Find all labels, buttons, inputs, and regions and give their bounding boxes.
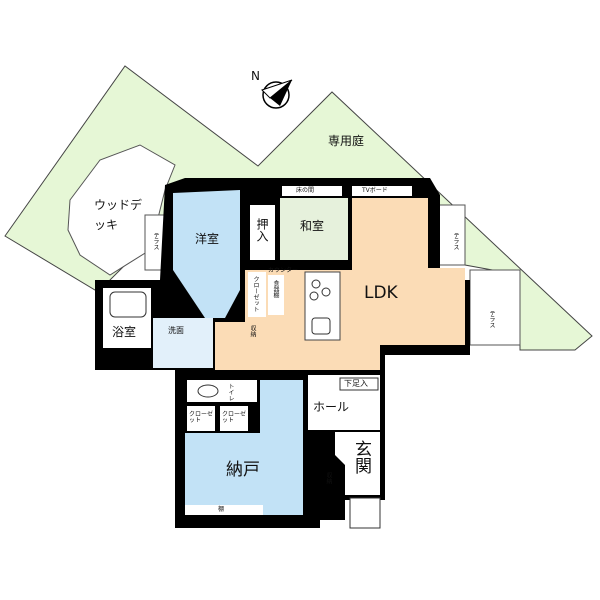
door-entrance — [349, 497, 381, 529]
toilet-label: トイレ — [227, 383, 234, 401]
compass-icon — [261, 79, 293, 109]
western-room-area — [173, 190, 240, 318]
storage-hall-label: 収納 — [249, 325, 256, 337]
closet-2-area — [220, 406, 248, 431]
storage-room-label: 納戸 — [226, 460, 260, 480]
toilet-bowl — [197, 384, 219, 398]
tokonoma-area — [282, 186, 342, 196]
terrace-right-bottom-area — [469, 269, 521, 346]
japanese-room-label: 和室 — [300, 219, 325, 233]
compass-north-label: N — [251, 69, 260, 83]
oshiire-label: 押入 — [255, 218, 269, 242]
garden-label: 専用庭 — [328, 134, 365, 148]
oshiire-area — [250, 205, 275, 260]
counter-label: カウンター — [268, 267, 299, 274]
storage-room-area — [185, 380, 303, 515]
kitchen-counter-area — [304, 271, 341, 341]
terrace-left-label: テラス — [152, 232, 159, 250]
closet-1-label: クローゼット — [189, 411, 214, 424]
washroom-area — [153, 318, 213, 368]
cupboard-label: 食器棚 — [272, 280, 279, 298]
terrace-right-bottom-label: テラス — [488, 310, 495, 328]
washroom-label: 洗面 — [168, 326, 184, 335]
closet-1-area — [187, 406, 215, 431]
bathroom-label: 浴室 — [112, 325, 137, 339]
tv-board-label: TVボード — [362, 187, 388, 194]
shoe-box-area — [339, 377, 379, 391]
shelf-area — [185, 505, 263, 515]
entrance-label: 玄関 — [351, 440, 371, 474]
storage-entrance-label: 収納 — [325, 472, 332, 484]
terrace-right-top-label: テラス — [452, 232, 459, 250]
tv-board-area — [352, 186, 412, 196]
tokonoma-label: 床の間 — [296, 187, 315, 194]
bathtub — [109, 291, 147, 318]
ldk-label: LDK — [364, 283, 398, 303]
cupboard-area — [268, 275, 284, 315]
stove-burner — [321, 287, 331, 297]
entrance-area — [335, 432, 380, 495]
hall-label: ホール — [313, 400, 350, 414]
closet-2-label: クローゼット — [222, 411, 247, 424]
shelf-label: 棚 — [218, 506, 225, 513]
kitchen-sink — [311, 317, 331, 335]
closet-western-area — [248, 272, 266, 317]
shoe-box-label: 下足入 — [344, 379, 368, 388]
stove-burner — [309, 291, 319, 301]
western-room-label: 洋室 — [195, 232, 220, 246]
closet-western-label: クローゼット — [252, 276, 259, 312]
wood-deck-label: ウッドデッキ — [94, 198, 143, 232]
stove-burner — [311, 279, 321, 289]
japanese-room-area — [280, 198, 348, 260]
